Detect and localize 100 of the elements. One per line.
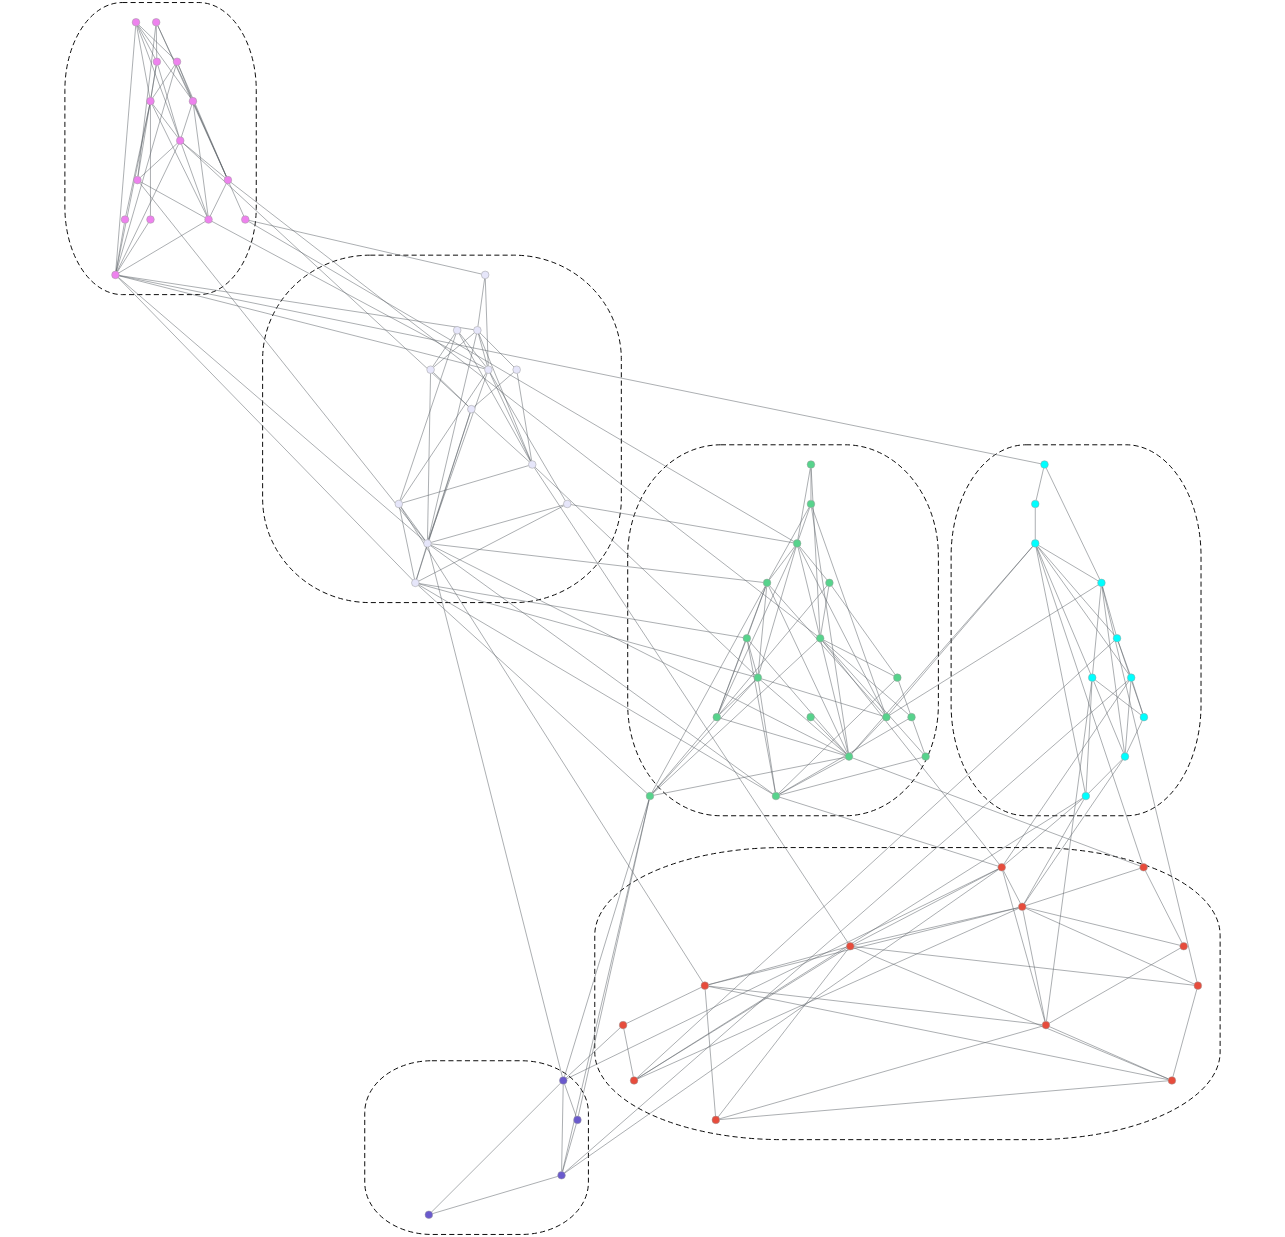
edge-line — [479, 332, 515, 368]
edge-line — [473, 411, 530, 463]
edge-line — [182, 142, 469, 407]
edge-line — [760, 679, 847, 755]
graph-node — [146, 97, 155, 106]
graph-node — [742, 634, 751, 643]
edge-line — [118, 277, 425, 542]
graph-node — [816, 634, 825, 643]
graph-node — [146, 215, 155, 224]
edge-line — [799, 546, 828, 581]
edge-line — [248, 220, 482, 275]
edge-line — [653, 757, 846, 796]
edge-line — [1049, 947, 1181, 1024]
edge-line — [459, 333, 487, 367]
graph-node — [997, 863, 1006, 872]
edge-line — [1095, 679, 1142, 716]
graph-node — [1193, 981, 1202, 990]
edge-line — [458, 333, 531, 462]
edge-line — [430, 504, 564, 543]
edge-line — [182, 142, 226, 178]
edge-line — [779, 757, 923, 796]
edge-line — [136, 25, 151, 98]
edge-line — [119, 275, 474, 330]
edge-line — [418, 584, 773, 795]
graph-node — [481, 270, 490, 279]
graph-node — [188, 97, 197, 106]
edge-line — [564, 679, 1129, 1174]
edge-line — [430, 544, 846, 756]
edge-line — [534, 466, 756, 676]
edge-line — [1003, 870, 1021, 904]
graph-node — [173, 57, 182, 66]
edge-line — [1025, 907, 1181, 946]
edge-line — [561, 1084, 564, 1172]
graph-node — [1018, 902, 1027, 911]
graph-node — [846, 942, 855, 951]
graph-node — [806, 460, 815, 469]
edge-line — [211, 221, 486, 369]
edge-line — [719, 1025, 1043, 1120]
edge-line — [116, 65, 177, 272]
edge-line — [1132, 681, 1143, 714]
graph-node — [467, 405, 476, 414]
graph-node — [484, 365, 493, 374]
edge-line — [1037, 546, 1130, 675]
edge-line — [853, 946, 1195, 986]
edge-line — [115, 223, 125, 272]
edge-line — [757, 586, 767, 675]
edge-line — [651, 585, 766, 793]
edge-line — [418, 505, 565, 582]
edge-line — [490, 372, 566, 501]
edge-line — [117, 222, 149, 272]
edge-line — [652, 719, 715, 794]
edge-line — [151, 104, 208, 217]
edge-line — [747, 641, 776, 793]
edge-line — [761, 678, 883, 717]
edge-line — [477, 278, 485, 327]
edge-line — [125, 104, 150, 217]
edge-line — [708, 946, 847, 985]
edge-line — [810, 468, 821, 635]
edge-line — [1102, 586, 1117, 635]
edge-line — [822, 640, 1000, 865]
graph-node — [645, 791, 655, 801]
edge-line — [150, 104, 151, 216]
edge-line — [749, 640, 847, 754]
graph-node — [453, 326, 462, 335]
edge-line — [473, 371, 515, 407]
edge-line — [898, 681, 911, 714]
edge-line — [720, 717, 846, 756]
edge-line — [1172, 989, 1198, 1078]
graph-node — [1031, 499, 1040, 508]
edge-line — [1093, 680, 1124, 754]
edge-line — [769, 546, 796, 581]
edge-line — [1145, 870, 1183, 944]
edge-line — [708, 985, 1043, 1025]
edge-line — [1085, 681, 1093, 793]
edge-line — [1035, 507, 1036, 540]
edge-line — [181, 104, 193, 138]
edge-line — [768, 586, 848, 754]
edge-line — [115, 25, 136, 272]
edge-line — [485, 278, 489, 367]
edge-line — [717, 641, 746, 714]
edge-line — [118, 221, 206, 274]
graph-node — [120, 215, 130, 224]
edge-line — [157, 65, 180, 138]
edge-line — [1036, 546, 1143, 864]
graph-node — [1127, 673, 1136, 682]
edge-line — [1038, 545, 1099, 582]
edge-line — [823, 639, 895, 677]
edge-line — [852, 757, 1141, 867]
edge-line — [652, 640, 818, 794]
edge-line — [116, 143, 179, 272]
edge-line — [230, 182, 818, 637]
edge-line — [1023, 799, 1085, 904]
edge-line — [851, 546, 1033, 754]
edge-line — [822, 640, 924, 754]
edge-line — [400, 372, 487, 502]
edge-line — [1024, 759, 1124, 904]
edge-line — [209, 183, 227, 217]
graph-node — [131, 18, 141, 27]
graph-node — [557, 1171, 566, 1180]
edge-line — [570, 504, 794, 544]
